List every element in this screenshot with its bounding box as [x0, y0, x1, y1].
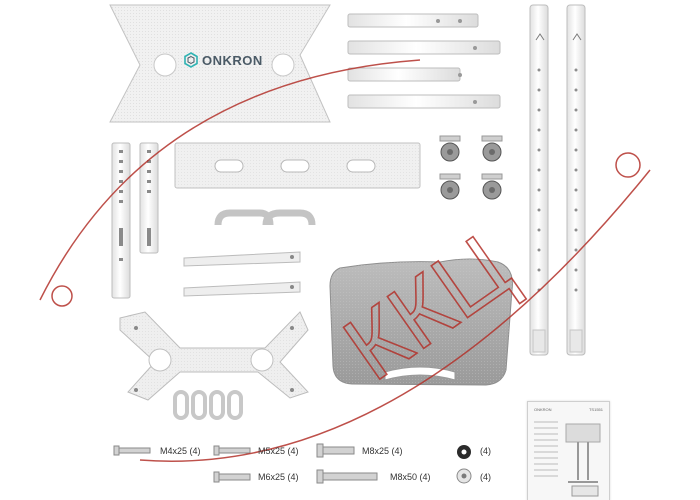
bolt-label-m4x25: M4x25 (4) [160, 446, 201, 456]
manual-model: TS1551 [588, 407, 603, 412]
washers [456, 445, 472, 484]
short-arms [347, 13, 501, 109]
instruction-manual: ONKRON TS1551 [527, 401, 610, 500]
bracket-plate [174, 142, 421, 189]
manual-brand: ONKRON [534, 407, 552, 412]
washer-label-black: (4) [480, 446, 491, 456]
clamps [183, 209, 316, 297]
tall-poles [529, 4, 586, 356]
bolt-label-m8x50: M8x50 (4) [390, 472, 431, 482]
washer-label-white: (4) [480, 472, 491, 482]
bolts [113, 443, 378, 484]
base-bracket [119, 311, 309, 401]
spacer-rings [173, 390, 243, 420]
vesa-plate [109, 4, 331, 123]
casters [439, 135, 503, 200]
bolt-label-m6x25: M6x25 (4) [258, 472, 299, 482]
bolt-label-m8x25: M8x25 (4) [362, 446, 403, 456]
vertical-brackets [111, 142, 159, 299]
onkron-logo-icon [184, 52, 198, 68]
brand-logo-text: ONKRON [202, 52, 263, 68]
brand-logo: ONKRON [184, 52, 263, 68]
manual-illustration [534, 421, 601, 497]
bolt-label-m5x25: M5x25 (4) [258, 446, 299, 456]
shelf [329, 258, 513, 386]
